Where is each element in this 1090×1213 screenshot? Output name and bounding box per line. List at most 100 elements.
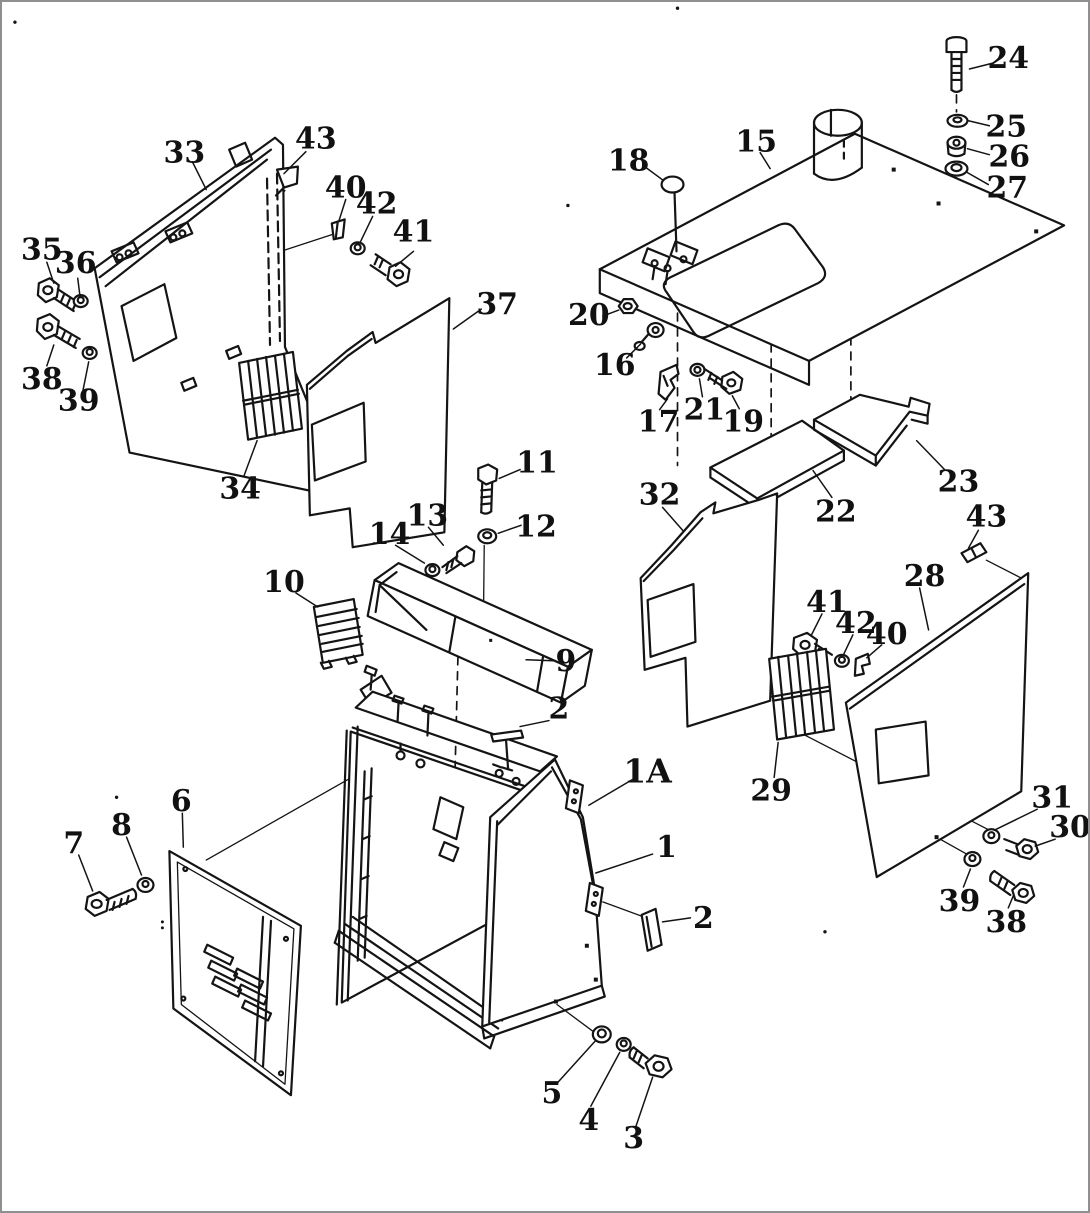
callout-39-right: 39 bbox=[939, 884, 981, 919]
part-5-washer bbox=[591, 1025, 612, 1044]
callout-22: 22 bbox=[815, 494, 857, 529]
part-10-louver bbox=[312, 597, 364, 670]
part-2-clip-side bbox=[640, 907, 663, 952]
part-21-washer bbox=[689, 362, 706, 377]
print-artifacts bbox=[13, 6, 827, 934]
part-19-bolt bbox=[703, 367, 744, 395]
part-6-door-panel bbox=[168, 850, 302, 1097]
callout-27: 27 bbox=[987, 171, 1029, 206]
callout-35: 35 bbox=[21, 232, 63, 267]
callout-41-right: 41 bbox=[806, 585, 848, 620]
callout-11: 11 bbox=[516, 445, 558, 480]
part-23-plate bbox=[812, 393, 931, 467]
callout-25: 25 bbox=[986, 110, 1028, 145]
part-8-washer bbox=[136, 876, 155, 894]
callout-32: 32 bbox=[639, 477, 681, 512]
part-14-washer bbox=[424, 563, 441, 578]
part-40-wedge-left bbox=[330, 218, 346, 241]
part-2-clip-top bbox=[490, 729, 525, 772]
callout-23: 23 bbox=[938, 464, 980, 499]
callout-30: 30 bbox=[1049, 810, 1088, 845]
callouts: 33 43 40 42 41 35 36 38 39 37 34 18 15 2… bbox=[21, 41, 1088, 1156]
part-31-washer bbox=[982, 828, 1001, 845]
callout-24: 24 bbox=[988, 41, 1030, 76]
part-40-wedge-right bbox=[853, 652, 871, 677]
part-11-bolt bbox=[477, 463, 499, 515]
part-25-washer bbox=[946, 113, 969, 128]
part-13-screw bbox=[441, 545, 476, 575]
callout-17: 17 bbox=[638, 405, 680, 440]
callout-36: 36 bbox=[55, 246, 97, 281]
part-27-washer bbox=[944, 160, 969, 177]
part-3-bolt bbox=[628, 1046, 673, 1079]
part-20-nut bbox=[617, 298, 639, 315]
part-37-cover-panel bbox=[305, 297, 451, 549]
part-42-washer-left bbox=[349, 241, 366, 256]
callout-43-left: 43 bbox=[295, 122, 337, 157]
part-43-bracket-left bbox=[274, 165, 300, 197]
callout-1a: 1A bbox=[623, 751, 672, 790]
callout-42-right: 42 bbox=[835, 606, 877, 641]
part-32-cover-panel bbox=[639, 492, 779, 728]
part-18-plug bbox=[660, 175, 685, 253]
part-38-bolt-left bbox=[35, 312, 81, 350]
part-39-washer-left bbox=[81, 345, 98, 361]
callout-14: 14 bbox=[369, 517, 411, 552]
part-9-duct bbox=[366, 562, 593, 704]
callout-6: 6 bbox=[171, 784, 192, 819]
part-1a-front-cover bbox=[481, 758, 606, 1040]
part-26-nut bbox=[946, 135, 967, 158]
leader-lines bbox=[46, 62, 1056, 1128]
callout-5: 5 bbox=[542, 1076, 563, 1111]
callout-9: 9 bbox=[556, 644, 577, 679]
part-34-grille bbox=[238, 350, 303, 441]
part-15-stack-pipe bbox=[812, 108, 863, 181]
callout-7: 7 bbox=[63, 826, 84, 861]
part-39-washer-right bbox=[963, 850, 982, 868]
callout-28: 28 bbox=[904, 559, 946, 594]
callout-12: 12 bbox=[515, 509, 557, 544]
callout-20: 20 bbox=[568, 298, 610, 333]
callout-40-left: 40 bbox=[325, 171, 367, 206]
callout-13: 13 bbox=[407, 498, 449, 533]
callout-31: 31 bbox=[1031, 780, 1073, 815]
callout-19: 19 bbox=[722, 405, 764, 440]
part-7-bolt bbox=[84, 887, 138, 917]
part-36-washer bbox=[72, 294, 89, 309]
callout-37: 37 bbox=[476, 287, 518, 322]
callout-2-side: 2 bbox=[693, 901, 714, 936]
part-42-washer-right bbox=[833, 653, 850, 668]
part-12-washer bbox=[477, 528, 498, 545]
callout-41-left: 41 bbox=[393, 214, 435, 249]
callout-8: 8 bbox=[111, 808, 132, 843]
part-38-bolt-right bbox=[989, 869, 1036, 905]
part-4-washer bbox=[615, 1036, 632, 1052]
callout-1: 1 bbox=[656, 830, 677, 865]
callout-15: 15 bbox=[735, 125, 777, 160]
plate-15-mount-brackets bbox=[641, 240, 699, 286]
callout-38-left: 38 bbox=[21, 362, 63, 397]
callout-34: 34 bbox=[219, 471, 261, 506]
part-30-bolt bbox=[1003, 838, 1040, 861]
part-17-bracket bbox=[657, 363, 680, 401]
part-15-top-plate bbox=[598, 108, 1066, 386]
callout-26: 26 bbox=[989, 140, 1031, 175]
callout-29: 29 bbox=[750, 773, 792, 808]
part-29-grille bbox=[768, 647, 836, 741]
part-35-bolt bbox=[36, 277, 79, 313]
callout-2-top: 2 bbox=[549, 692, 570, 727]
part-22-plate bbox=[709, 419, 845, 510]
callout-21: 21 bbox=[684, 393, 726, 428]
callout-38-right: 38 bbox=[986, 905, 1028, 940]
callout-4: 4 bbox=[578, 1103, 599, 1138]
callout-16: 16 bbox=[594, 348, 636, 383]
part-24-bolt bbox=[945, 36, 968, 93]
part-43-pin-right bbox=[960, 542, 988, 564]
callout-40-right: 40 bbox=[866, 617, 908, 652]
callout-42-left: 42 bbox=[356, 186, 398, 221]
callout-10: 10 bbox=[263, 565, 305, 600]
callout-3: 3 bbox=[623, 1121, 644, 1156]
callout-33: 33 bbox=[164, 136, 206, 171]
